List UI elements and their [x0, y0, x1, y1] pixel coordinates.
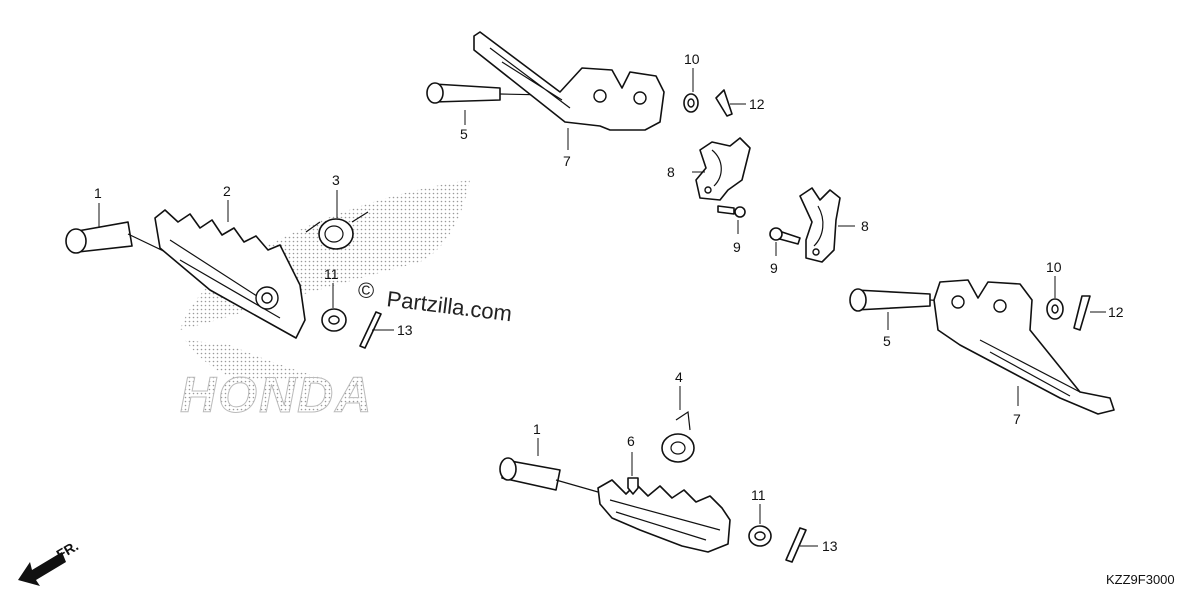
- callout-3: 3: [332, 172, 340, 188]
- spring-part-3: [305, 211, 369, 250]
- callout-1-bottom: 1: [533, 421, 541, 437]
- bolt-part-9-left: [717, 205, 746, 218]
- callout-4: 4: [675, 369, 683, 385]
- callout-11-bottom: 11: [751, 487, 766, 503]
- washer-part-10-right: [1046, 298, 1064, 320]
- footpeg-part-6: [597, 477, 731, 553]
- callout-10-top: 10: [684, 51, 700, 67]
- callout-8-left: 8: [667, 164, 675, 180]
- spring-part-4: [661, 410, 695, 463]
- callout-9-left: 9: [733, 239, 741, 255]
- callout-2: 2: [223, 183, 231, 199]
- callout-11-left: 11: [324, 266, 339, 282]
- bracket-part-7-top: [473, 31, 665, 131]
- clamp-group: 8 9 8 9: [667, 137, 869, 276]
- partzilla-watermark: © Partzilla.com: [358, 278, 513, 326]
- cotter-pin-part-13-left: [359, 311, 382, 349]
- bolt-part-9-right: [769, 227, 801, 245]
- pin-part-1-left: [65, 221, 246, 291]
- diagram-code: KZZ9F3000: [1106, 572, 1175, 587]
- callout-7-right: 7: [1013, 411, 1021, 427]
- right-bracket-group: 5 7 10 12: [849, 259, 1124, 427]
- pin-part-5-top: [426, 82, 599, 104]
- front-arrow-icon: [18, 552, 66, 586]
- pin-part-1-bottom: [499, 457, 613, 497]
- callout-8-right: 8: [861, 218, 869, 234]
- cotter-pin-part-12-top: [715, 89, 733, 117]
- callout-6: 6: [627, 433, 635, 449]
- washer-part-11-bottom: [748, 525, 772, 547]
- honda-logo-text: HONDA: [180, 367, 373, 423]
- cotter-pin-part-12-right: [1073, 295, 1091, 331]
- bracket-part-7-right: [933, 279, 1115, 415]
- callout-1-left: 1: [94, 185, 102, 201]
- top-bracket-group: 5 7 10 12: [426, 31, 765, 169]
- callout-12-top: 12: [749, 96, 765, 112]
- clamp-part-8-right: [799, 187, 841, 263]
- washer-part-10-top: [683, 93, 699, 113]
- callout-13-left: 13: [397, 322, 413, 338]
- left-footpeg-group: 1 2 3 11 13: [65, 172, 413, 349]
- cotter-pin-part-13-bottom: [785, 527, 807, 563]
- bottom-footpeg-group: 1 4 6 11 13: [499, 369, 838, 563]
- callout-5-right: 5: [883, 333, 891, 349]
- callout-10-right: 10: [1046, 259, 1062, 275]
- front-direction-indicator: FR.: [18, 537, 81, 586]
- footpeg-part-2: [154, 209, 306, 339]
- callout-7-top: 7: [563, 153, 571, 169]
- copyright-symbol: ©: [358, 278, 374, 303]
- callout-13-bottom: 13: [822, 538, 838, 554]
- callout-9-right: 9: [770, 260, 778, 276]
- callout-5-top: 5: [460, 126, 468, 142]
- clamp-part-8-left: [695, 137, 751, 201]
- partzilla-site-text: Partzilla.com: [385, 286, 513, 326]
- washer-part-11-left: [321, 308, 347, 332]
- callout-12-right: 12: [1108, 304, 1124, 320]
- pin-part-5-right: [849, 288, 961, 312]
